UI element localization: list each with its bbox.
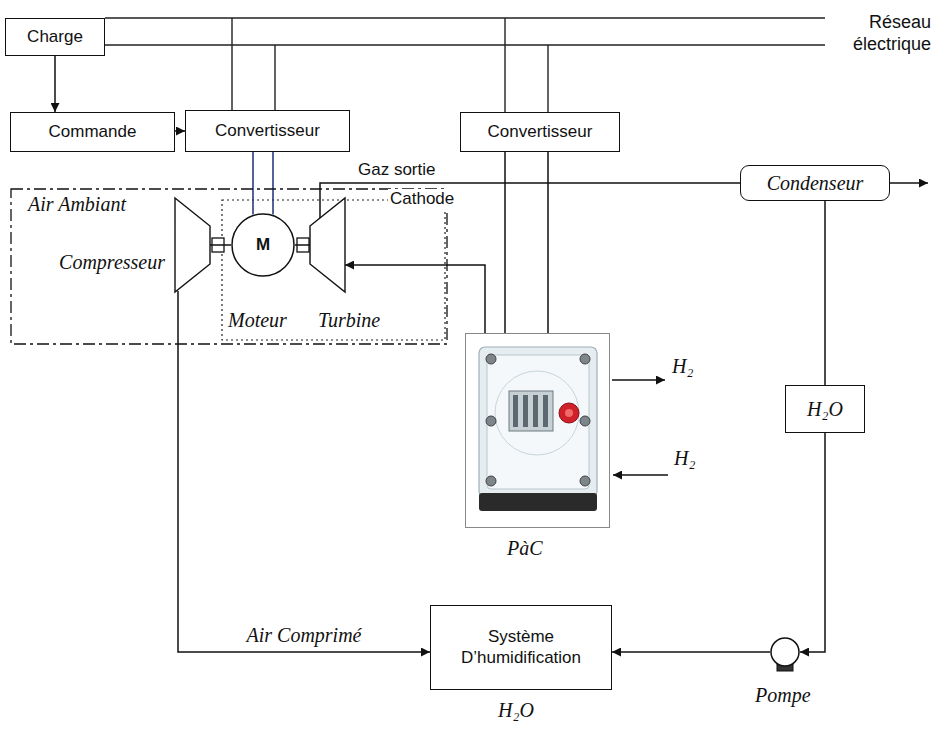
connector <box>54 56 56 112</box>
flow-label: Cathode <box>388 189 456 209</box>
shape-part <box>310 198 345 292</box>
shape-part <box>543 395 548 427</box>
edge-label: Air Comprimé <box>247 623 362 647</box>
node-text: H₂O <box>807 397 843 421</box>
node-text: Pompe <box>755 683 811 707</box>
compressor-outline <box>175 198 210 292</box>
shape-part <box>232 214 294 276</box>
node-text: PàC <box>507 536 543 560</box>
connector <box>175 130 185 132</box>
node-text: Convertisseur <box>215 121 320 141</box>
shape-part <box>533 395 538 427</box>
compressor: Compresseur <box>175 198 210 292</box>
condenser-outlet-arrow <box>890 182 928 183</box>
grid-label: Réseau électrique <box>836 12 931 55</box>
shape-part <box>580 476 590 486</box>
fuel-cell-outline <box>465 333 610 528</box>
pump: Pompe <box>770 637 800 667</box>
shape-part <box>479 347 597 497</box>
converter-box: Convertisseur <box>460 112 620 152</box>
shape-part <box>565 409 573 417</box>
control-box: Commande <box>10 112 175 152</box>
shape-part <box>771 638 799 666</box>
load-box: Charge <box>5 18 105 56</box>
shape-part <box>175 198 210 292</box>
connector <box>612 651 770 653</box>
shape-part <box>580 416 590 426</box>
connector <box>505 152 548 333</box>
water-label: H₂O <box>498 698 534 722</box>
shape-part <box>486 476 496 486</box>
shape-part <box>479 493 597 511</box>
hydrogen-out-arrow <box>612 379 665 380</box>
node-text: Convertisseur <box>488 122 593 142</box>
gas-label: H₂ <box>674 446 695 470</box>
water-box: H₂O <box>785 385 865 433</box>
turbine-outline <box>310 198 345 292</box>
hydrogen-in-arrow <box>613 474 668 475</box>
shape-part <box>487 355 589 489</box>
shape-part <box>559 403 579 423</box>
shape-part <box>513 395 518 427</box>
shape-part <box>466 334 610 528</box>
node-text: Moteur <box>228 308 287 332</box>
pump-outline <box>770 637 800 667</box>
connector <box>824 201 826 385</box>
shape-part <box>523 395 528 427</box>
gas-label: H₂ <box>672 354 693 378</box>
shape-part <box>509 391 553 431</box>
node-text: Commande <box>49 122 137 142</box>
shape-part <box>486 416 496 426</box>
connector <box>178 291 430 652</box>
node-text: M <box>231 235 295 255</box>
flow-label: Gaz sortie <box>358 160 435 180</box>
humidifier-box: Système D’humidification <box>430 605 612 690</box>
node-text: Air Ambiant <box>28 192 126 216</box>
shape-part <box>486 354 496 364</box>
converter-box: Convertisseur <box>185 110 350 152</box>
condenser-box: Condenseur <box>740 165 890 201</box>
turbine: Turbine <box>310 198 345 292</box>
node-text: Compresseur <box>59 250 165 274</box>
motor: MMoteur <box>231 213 295 277</box>
shape-part <box>495 371 579 455</box>
shape-part <box>580 354 590 364</box>
grid-lines <box>105 18 825 45</box>
connector <box>253 152 273 215</box>
converter-grid-wires <box>232 18 548 112</box>
air-region: Air AmbiantCompresseurMMoteurTurbine <box>10 188 448 345</box>
node-text: Système D’humidification <box>439 627 603 668</box>
node-text: Turbine <box>318 308 380 332</box>
shape-part <box>11 189 447 344</box>
connector <box>800 433 825 652</box>
fuel-cell: PàC <box>465 333 610 528</box>
connector <box>210 244 231 246</box>
node-text: Charge <box>27 27 83 47</box>
node-text: Condenseur <box>767 171 864 195</box>
connector <box>295 244 310 246</box>
